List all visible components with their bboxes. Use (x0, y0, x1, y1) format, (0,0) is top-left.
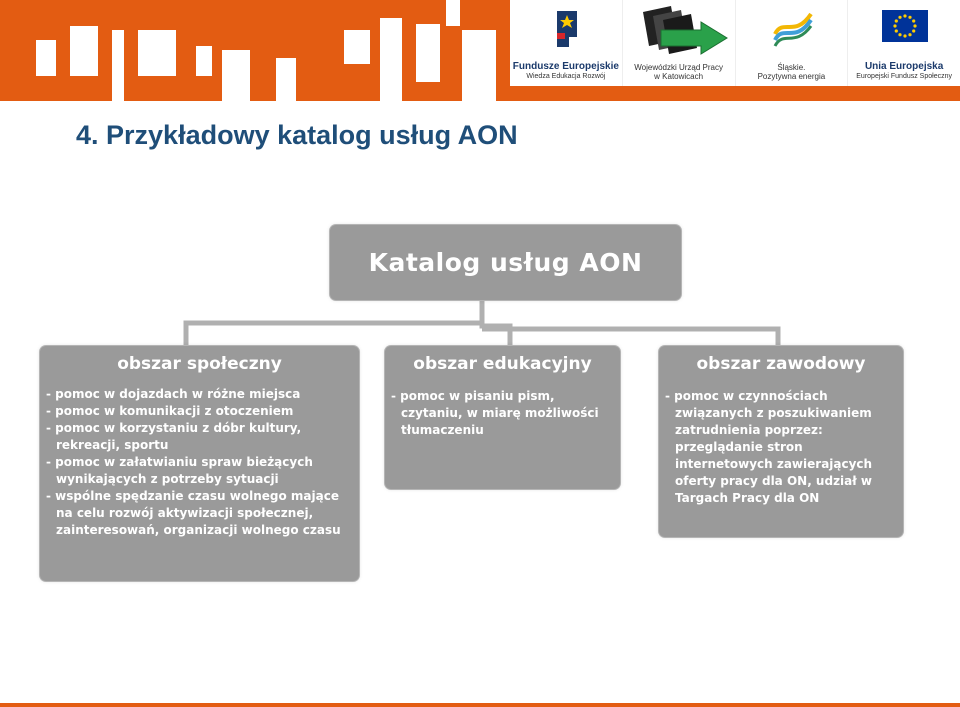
connector-root-trunk (479, 300, 513, 346)
footer-line (0, 703, 960, 707)
fe-flag-icon (557, 11, 577, 47)
logo-name: Wojewódzki Urząd Pracy (634, 62, 724, 72)
root-title: Katalog usług AON (368, 248, 643, 277)
area-node-social: obszar społeczny - pomoc w dojazdach w r… (40, 346, 359, 581)
logo-name: Unia Europejska (864, 61, 944, 73)
banner-decoration (138, 30, 176, 76)
logo-name: Fundusze Europejskie (512, 61, 619, 73)
banner-decoration (112, 30, 124, 101)
page-title: 4. Przykładowy katalog usług AON (76, 120, 518, 150)
logo-subtitle: Pozytywna energia (757, 71, 826, 81)
area-item: - pomoc w komunikacji z otoczeniem (46, 404, 294, 418)
area-item-list: - pomoc w dojazdach w różne miejsca - po… (40, 374, 359, 539)
area-title: obszar społeczny (117, 354, 282, 374)
area-item: - pomoc w korzystaniu z dóbr kultury, re… (46, 421, 302, 452)
area-node-professional: obszar zawodowy - pomoc w czynnościach z… (659, 346, 903, 537)
root-node: Katalog usług AON (330, 225, 681, 300)
banner-decoration (36, 40, 56, 76)
area-item-list: - pomoc w pisaniu pism, czytaniu, w miar… (385, 374, 620, 439)
logo-wup-katowice: Wojewódzki Urząd Pracy w Katowicach (621, 0, 735, 86)
banner-decoration (446, 0, 460, 26)
slaskie-wave-icon (772, 12, 813, 47)
banner-decoration (70, 26, 98, 76)
banner-decoration (196, 46, 212, 76)
logo-unia-europejska: Unia Europejska Europejski Fundusz Społe… (847, 0, 960, 86)
area-item: - pomoc w dojazdach w różne miejsca (46, 387, 301, 401)
logo-subtitle: w Katowicach (654, 71, 704, 81)
area-item: - pomoc w pisaniu pism, czytaniu, w miar… (391, 389, 599, 437)
banner-decoration (380, 18, 402, 101)
logo-subtitle: Europejski Fundusz Społeczny (856, 72, 952, 80)
area-node-educational: obszar edukacyjny - pomoc w pisaniu pism… (385, 346, 620, 489)
banner-decoration (416, 24, 440, 82)
logo-name: Śląskie. (777, 62, 806, 72)
area-title: obszar edukacyjny (413, 354, 592, 374)
logo-subtitle: Wiedza Edukacja Rozwój (526, 72, 606, 80)
banner-decoration (344, 30, 370, 64)
banner-decoration (222, 50, 250, 101)
logo-fundusze-europejskie: Fundusze Europejskie Wiedza Edukacja Roz… (510, 0, 622, 86)
area-item: - pomoc w czynnościach związanych z posz… (665, 389, 873, 505)
area-title: obszar zawodowy (696, 354, 866, 374)
connector-to-social (183, 320, 482, 346)
partner-logos: Fundusze Europejskie Wiedza Edukacja Roz… (510, 0, 960, 86)
logo-slaskie: Śląskie. Pozytywna energia (734, 0, 848, 86)
area-item-list: - pomoc w czynnościach związanych z posz… (659, 374, 903, 507)
area-item: - wspólne spędzanie czasu wolnego mające… (46, 489, 341, 537)
banner-decoration (462, 30, 496, 101)
banner-decoration (276, 58, 296, 101)
header-banner: Fundusze Europejskie Wiedza Edukacja Roz… (0, 0, 960, 101)
connector-to-professional (482, 326, 781, 346)
area-item: - pomoc w załatwianiu spraw bieżących wy… (46, 455, 313, 486)
wup-arrow-icon (642, 6, 728, 55)
eu-flag-icon (882, 10, 929, 42)
